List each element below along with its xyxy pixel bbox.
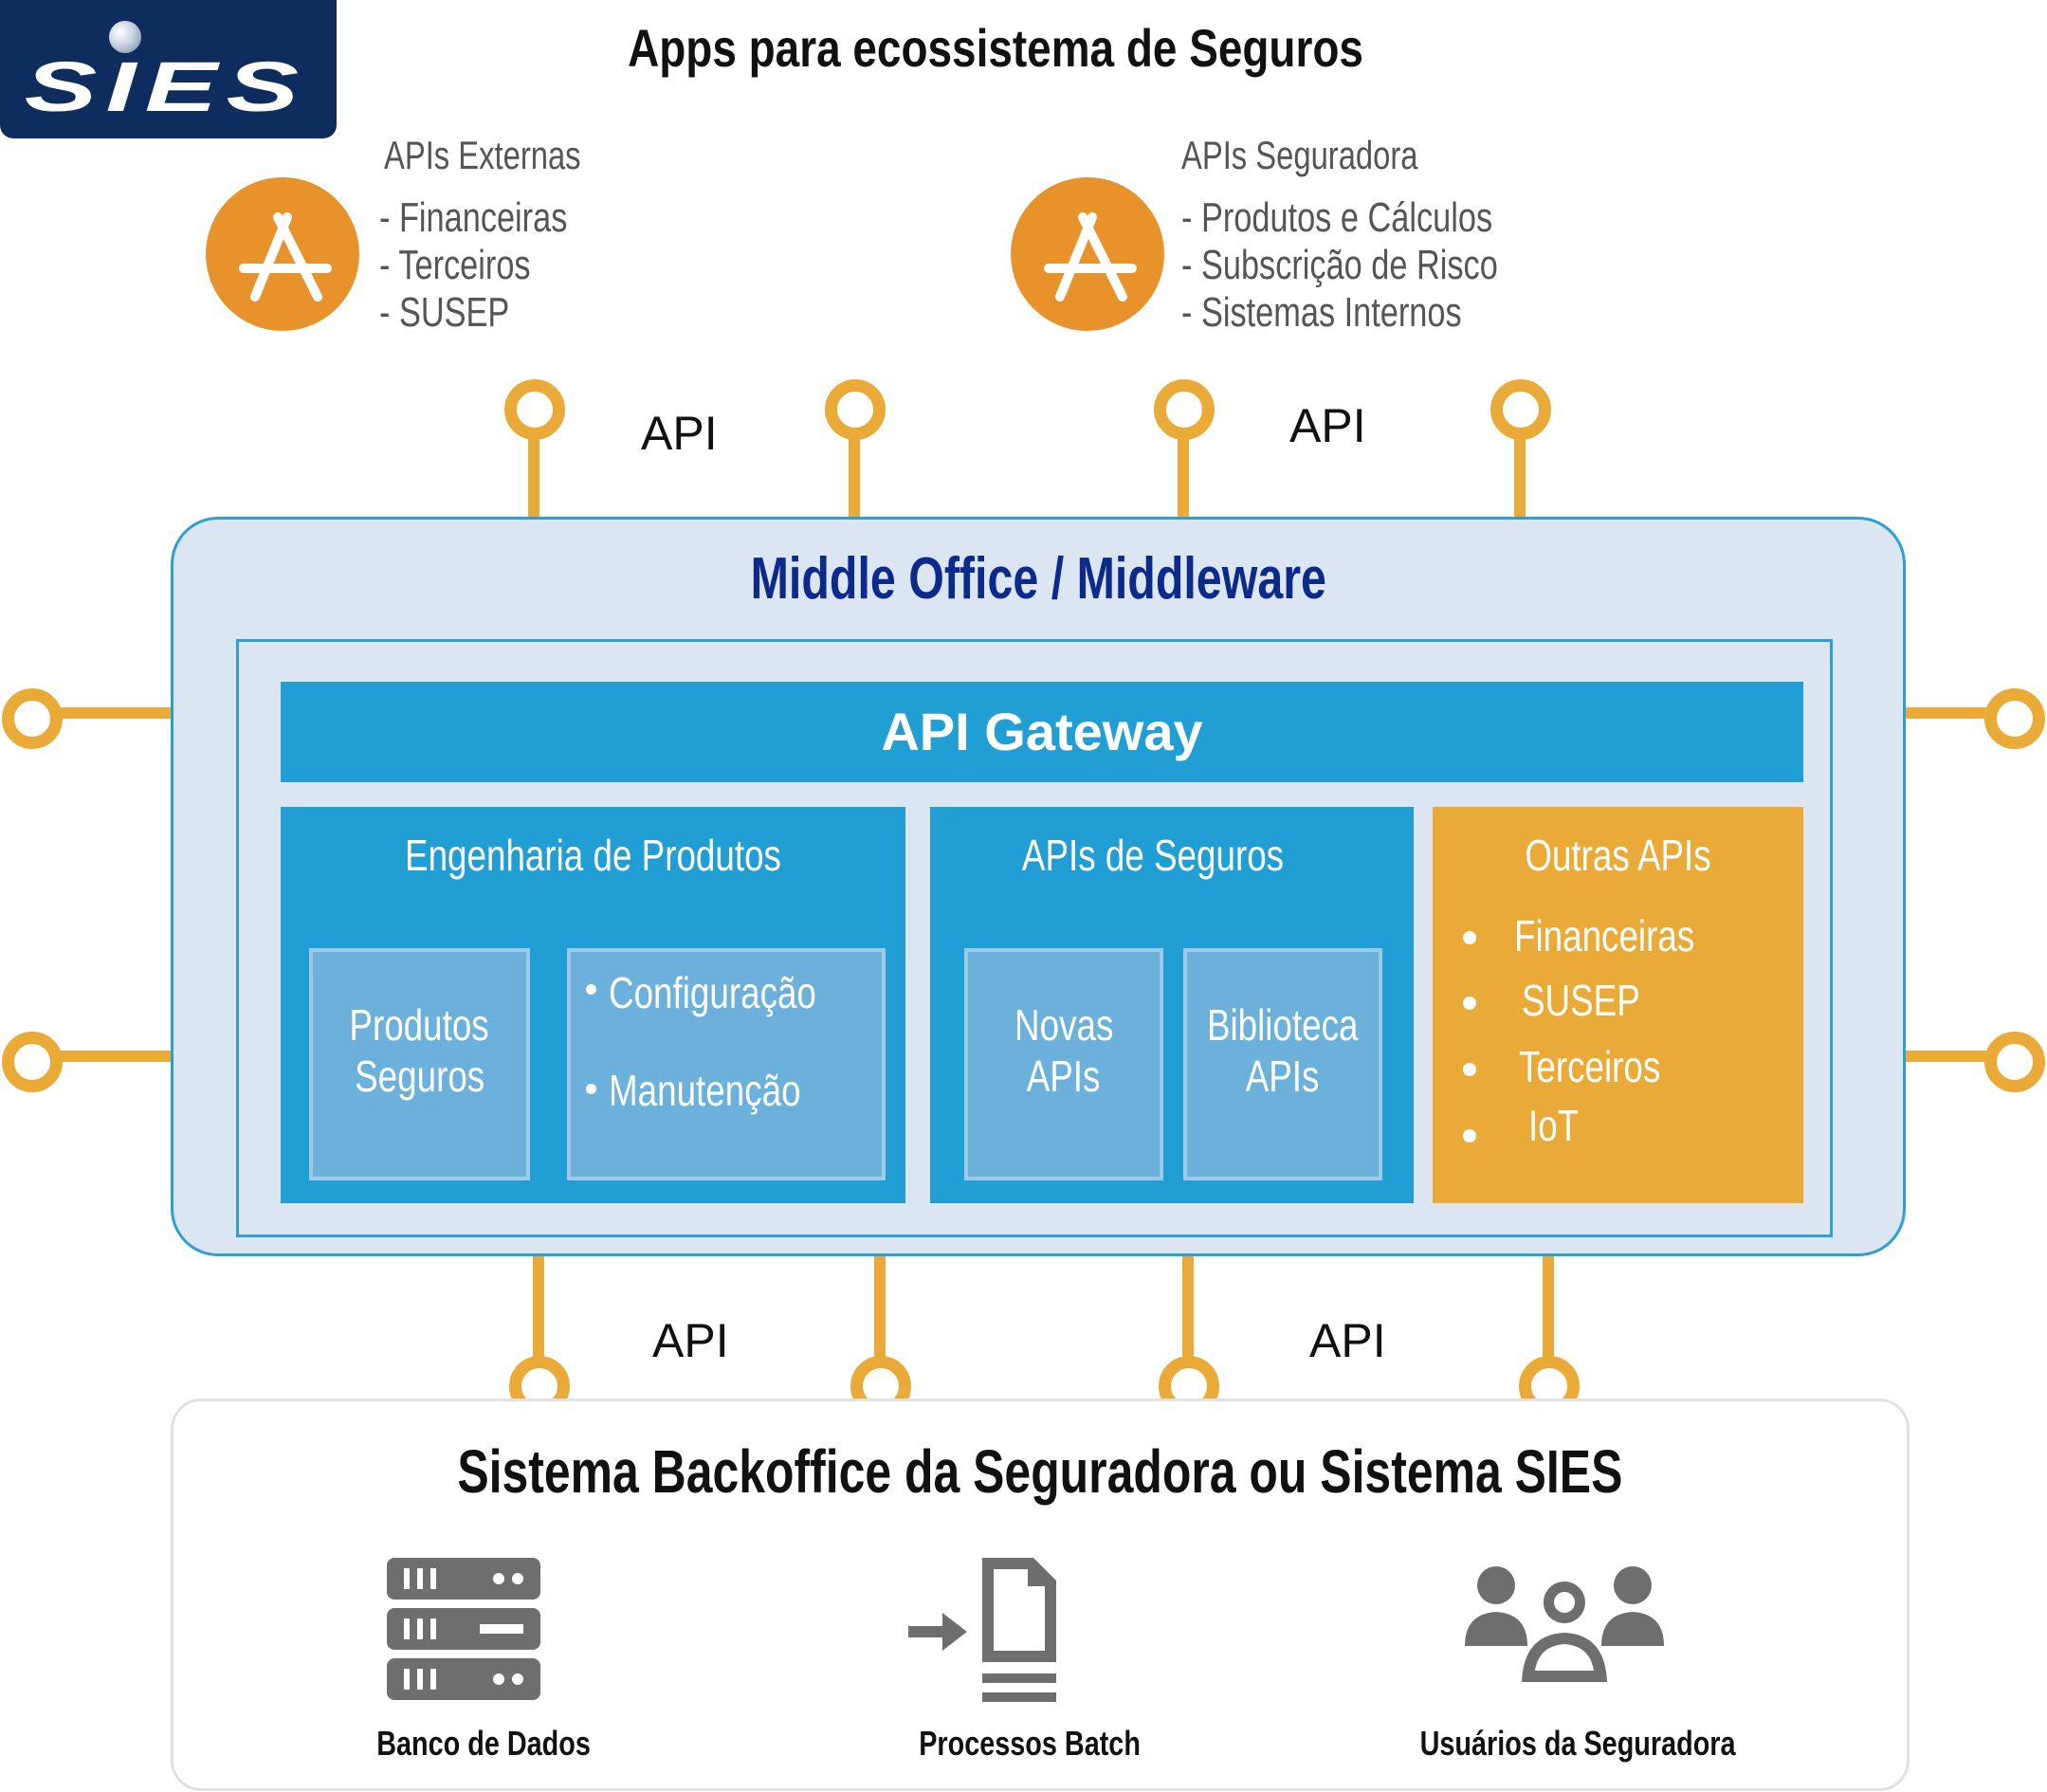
apis-externas-item: - Terceiros bbox=[379, 242, 531, 288]
backoffice-item-label: Banco de Dados bbox=[376, 1724, 591, 1763]
batch-document-icon bbox=[908, 1558, 1060, 1705]
page-title: Apps para ecossistema de Seguros bbox=[628, 18, 1363, 78]
apis-seguradora-item: - Produtos e Cálculos bbox=[1181, 194, 1493, 241]
outras-apis-item: Terceiros bbox=[1519, 1042, 1661, 1091]
middleware-title: Middle Office / Middleware bbox=[750, 546, 1326, 612]
backoffice-item-label: Processos Batch bbox=[919, 1724, 1141, 1763]
connector-line bbox=[1904, 1051, 2008, 1062]
bullet bbox=[1463, 1063, 1476, 1076]
outras-apis-item: SUSEP bbox=[1522, 976, 1640, 1025]
connector-node bbox=[2, 688, 63, 749]
api-label: API bbox=[1309, 1314, 1386, 1367]
bullet bbox=[1463, 931, 1476, 944]
connector-node bbox=[504, 379, 565, 440]
apis-seguradora-item: - Sistemas Internos bbox=[1181, 289, 1462, 336]
biblioteca-line: APIs bbox=[1246, 1051, 1320, 1101]
connector-line bbox=[1178, 417, 1189, 520]
apis-externas-heading: APIs Externas bbox=[384, 133, 581, 177]
biblioteca-apis-box: Biblioteca APIs bbox=[1183, 948, 1382, 1180]
logo-orb-icon bbox=[109, 21, 141, 53]
outras-apis-item: IoT bbox=[1528, 1101, 1580, 1150]
apis-seguradora-item: - Subscrição de Risco bbox=[1181, 242, 1498, 288]
connector-node bbox=[1984, 1032, 2045, 1092]
bullet bbox=[586, 984, 596, 995]
connector-line bbox=[1904, 707, 2008, 719]
connector-line bbox=[533, 1256, 544, 1361]
novas-line: APIs bbox=[1027, 1051, 1101, 1101]
app-store-icon bbox=[1011, 177, 1164, 331]
produtos-line: Produtos bbox=[349, 1000, 490, 1050]
connector-node bbox=[1490, 379, 1551, 440]
connector-line bbox=[849, 417, 860, 520]
backoffice-title: Sistema Backoffice da Seguradora ou Sist… bbox=[457, 1437, 1623, 1506]
sies-logo: SIES bbox=[0, 0, 337, 138]
configuracao-box bbox=[567, 948, 886, 1180]
biblioteca-line: Biblioteca bbox=[1207, 1000, 1359, 1050]
outras-apis-title: Outras APIs bbox=[1525, 831, 1711, 880]
produtos-seguros-box: Produtos Seguros bbox=[309, 948, 530, 1180]
backoffice-item-label: Usuários da Seguradora bbox=[1419, 1724, 1736, 1763]
outras-apis-item: Financeiras bbox=[1514, 911, 1695, 960]
novas-apis-box: Novas APIs bbox=[964, 948, 1163, 1180]
app-store-icon bbox=[206, 177, 359, 331]
connector-line bbox=[1514, 417, 1526, 520]
users-group-icon bbox=[1465, 1564, 1664, 1683]
apis-seguros-title: APIs de Seguros bbox=[1021, 831, 1285, 880]
server-icon bbox=[387, 1558, 540, 1700]
connector-node bbox=[1984, 688, 2045, 749]
novas-line: Novas bbox=[1014, 1000, 1114, 1050]
connector-line bbox=[1182, 1256, 1194, 1361]
apis-externas-item: - SUSEP bbox=[379, 289, 510, 336]
produtos-line: Seguros bbox=[354, 1051, 485, 1101]
connector-line bbox=[47, 707, 173, 719]
connector-line bbox=[47, 1051, 173, 1062]
api-label: API bbox=[652, 1314, 729, 1367]
connector-node bbox=[1154, 379, 1215, 440]
api-label: API bbox=[1289, 399, 1366, 452]
apis-seguradora-heading: APIs Seguradora bbox=[1181, 133, 1418, 177]
outras-apis-panel bbox=[1433, 807, 1803, 1203]
apis-externas-item: - Financeiras bbox=[379, 194, 568, 241]
engenharia-item: Configuração bbox=[609, 968, 816, 1017]
connector-node bbox=[2, 1032, 63, 1092]
connector-node bbox=[825, 379, 886, 440]
bullet bbox=[586, 1084, 596, 1094]
connector-line bbox=[1543, 1256, 1554, 1361]
connector-line bbox=[874, 1256, 886, 1361]
engenharia-title: Engenharia de Produtos bbox=[405, 831, 781, 880]
logo-text: SIES bbox=[24, 47, 308, 126]
engenharia-item: Manutenção bbox=[609, 1066, 801, 1115]
bullet bbox=[1463, 997, 1476, 1010]
connector-line bbox=[528, 417, 539, 520]
bullet bbox=[1463, 1129, 1476, 1143]
api-gateway: API Gateway bbox=[281, 682, 1803, 782]
api-label: API bbox=[641, 407, 718, 460]
